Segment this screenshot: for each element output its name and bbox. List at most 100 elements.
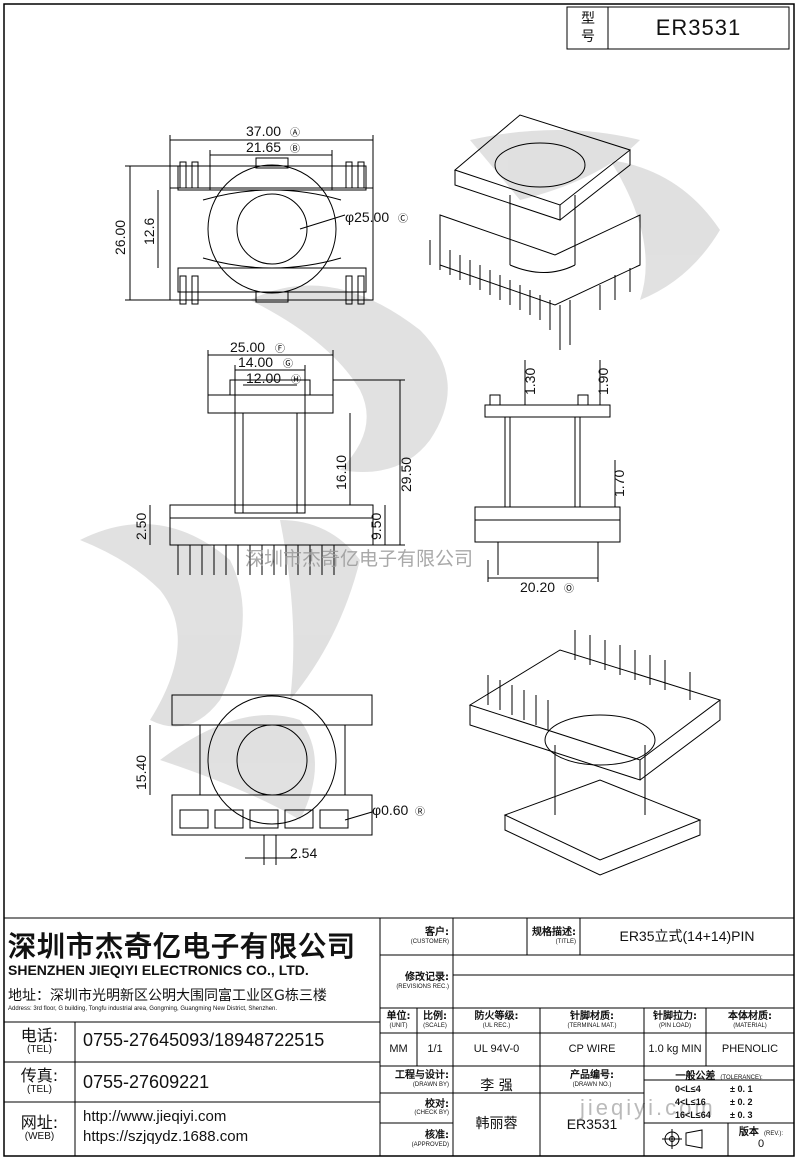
customer-label-cn: 客户: xyxy=(425,927,449,939)
svg-text:9.50: 9.50 xyxy=(368,513,384,540)
partno-label-cn: 产品编号: xyxy=(570,1070,614,1082)
watermark-text: 深圳市杰奇亿电子有限公司 xyxy=(245,548,473,570)
svg-text:20.20: 20.20 xyxy=(520,579,555,595)
drawn-label: 工程与设计: (DRAWN BY) xyxy=(380,1066,453,1093)
bottom-view xyxy=(149,694,373,865)
revisions-label-cn: 修改记录: xyxy=(405,972,449,984)
tolerance-range: 4<L≤16 xyxy=(675,1097,706,1107)
svg-text:12.6: 12.6 xyxy=(141,218,157,245)
revisions-label: 修改记录: (REVISIONS REC.) xyxy=(380,955,453,1008)
partno-value: ER3531 xyxy=(566,1116,618,1133)
title-label: 规格描述: (TITLE) xyxy=(527,918,580,955)
svg-text:1.70: 1.70 xyxy=(611,470,627,497)
drawn-value: 李 强 xyxy=(480,1077,513,1094)
side-view xyxy=(474,360,621,582)
svg-text:15.40: 15.40 xyxy=(133,755,149,790)
tolerance-value: ± 0. 1 xyxy=(730,1084,753,1094)
tolerance-range: 16<L≤64 xyxy=(675,1110,711,1120)
material-label-en: (MATERIAL) xyxy=(733,1022,767,1029)
svg-text:16.10: 16.10 xyxy=(333,455,349,490)
partno-label: 产品编号: (DRAWN NO.) xyxy=(540,1066,644,1093)
svg-text:Ⓡ: Ⓡ xyxy=(415,806,425,818)
ul-label: 防火等级: (UL REC.) xyxy=(453,1008,540,1033)
iso-view-top xyxy=(429,114,641,350)
svg-text:Ⓗ: Ⓗ xyxy=(291,374,301,386)
model-value: ER3531 xyxy=(655,15,742,40)
scale-value: 1/1 xyxy=(427,1042,443,1055)
drawn-label-en: (DRAWN BY) xyxy=(412,1081,449,1088)
watermark-url: jieqiyi.com xyxy=(579,1095,716,1120)
svg-text:12.00: 12.00 xyxy=(246,370,281,386)
terminal-label-cn: 针脚材质: xyxy=(570,1011,614,1023)
rev-label-cn: 版本 xyxy=(738,1127,759,1138)
model-label-char-1: 型 xyxy=(581,10,595,26)
dim-37: 37.00 xyxy=(246,123,281,139)
fax-label: 传真: (TEL) xyxy=(4,1062,75,1102)
check-label-cn: 校对: xyxy=(425,1098,449,1110)
svg-text:Ⓖ: Ⓖ xyxy=(283,358,293,370)
scale-label-en: (SCALE) xyxy=(423,1022,447,1029)
material-label: 本体材质: (MATERIAL) xyxy=(706,1008,794,1033)
tel-label: 电话: (TEL) xyxy=(4,1022,75,1062)
pinload-value: 1.0 kg MIN xyxy=(648,1042,702,1055)
company-name-cn: 深圳市杰奇亿电子有限公司 xyxy=(8,930,357,963)
company-address-en: Address: 3rd floor, G building, Tongfu i… xyxy=(8,1006,278,1012)
model-label: 型 号 xyxy=(568,9,608,45)
pinload-label: 针脚拉力: (PIN LOAD) xyxy=(644,1008,706,1033)
svg-text:26.00: 26.00 xyxy=(112,220,128,255)
ul-label-en: (UL REC.) xyxy=(482,1022,511,1029)
tolerance-value: ± 0. 3 xyxy=(730,1110,753,1120)
company-name-en: SHENZHEN JIEQIYI ELECTRONICS CO., LTD. xyxy=(8,962,309,978)
svg-text:Ⓞ: Ⓞ xyxy=(564,583,574,595)
rev-value: 0 xyxy=(757,1138,765,1150)
tolerance-header-cn: 一般公差 xyxy=(675,1071,716,1082)
ul-label-cn: 防火等级: xyxy=(474,1011,519,1023)
model-box xyxy=(566,6,790,50)
revisions-label-en: (REVISIONS REC.) xyxy=(396,983,449,990)
web-label-cn: 网址: xyxy=(20,1113,59,1133)
tel-label-cn: 电话: xyxy=(20,1026,59,1046)
approved-label: 核准: (APPROVED) xyxy=(380,1123,453,1156)
svg-text:1.30: 1.30 xyxy=(522,368,538,395)
approved-label-cn: 核准: xyxy=(425,1130,449,1142)
svg-text:Ⓑ: Ⓑ xyxy=(290,143,300,155)
top-view xyxy=(125,135,374,305)
svg-text:Ⓐ: Ⓐ xyxy=(290,127,300,139)
approved-value: 韩丽蓉 xyxy=(475,1115,518,1132)
unit-label-cn: 单位: xyxy=(386,1011,411,1023)
tolerance-header-en: (TOLERANCE): xyxy=(720,1075,763,1081)
terminal-label-en: (TERMINAL MAT.) xyxy=(567,1022,617,1029)
unit-value: MM xyxy=(389,1042,408,1055)
customer-label-en: (CUSTOMER) xyxy=(410,938,449,945)
title-value: ER35立式(14+14)PIN xyxy=(619,928,755,945)
material-value: PHENOLIC xyxy=(721,1042,779,1055)
unit-label: 单位: (UNIT) xyxy=(380,1008,417,1033)
terminal-value: CP WIRE xyxy=(568,1042,616,1055)
fax-value: 0755-27609221 xyxy=(83,1072,210,1092)
web-label-en: (WEB) xyxy=(24,1131,55,1143)
tolerance-row: 16<L≤64 ± 0. 3 xyxy=(675,1109,785,1122)
tel-label-en: (TEL) xyxy=(27,1044,52,1056)
check-label-en: (CHECK BY) xyxy=(414,1110,449,1117)
title-label-cn: 规格描述: xyxy=(532,927,576,939)
web-link-1[interactable]: http://www.jieqiyi.com xyxy=(83,1108,227,1125)
unit-label-en: (UNIT) xyxy=(389,1022,408,1029)
svg-text:2.54: 2.54 xyxy=(290,845,317,861)
tolerance-row: 4<L≤16± 0. 2 xyxy=(675,1096,785,1109)
svg-text:29.50: 29.50 xyxy=(398,457,414,492)
web-link-2[interactable]: https://szjqydz.1688.com xyxy=(83,1128,249,1145)
fax-label-en: (TEL) xyxy=(27,1084,52,1096)
pinload-label-en: (PIN LOAD) xyxy=(658,1022,691,1029)
svg-text:14.00: 14.00 xyxy=(238,354,273,370)
tolerance-row: 0<L≤4± 0. 1 xyxy=(675,1083,785,1096)
svg-text:φ25.00: φ25.00 xyxy=(345,209,389,225)
check-label: 校对: (CHECK BY) xyxy=(380,1093,453,1123)
rev-label-en: (REV.): xyxy=(763,1131,784,1137)
tolerance-table: 0<L≤4± 0. 1 4<L≤16± 0. 2 16<L≤64 ± 0. 3 xyxy=(675,1083,785,1122)
svg-text:Ⓒ: Ⓒ xyxy=(398,213,408,225)
svg-text:Ⓕ: Ⓕ xyxy=(275,343,285,355)
svg-text:φ0.60: φ0.60 xyxy=(372,802,409,818)
model-label-char-2: 号 xyxy=(581,28,595,44)
